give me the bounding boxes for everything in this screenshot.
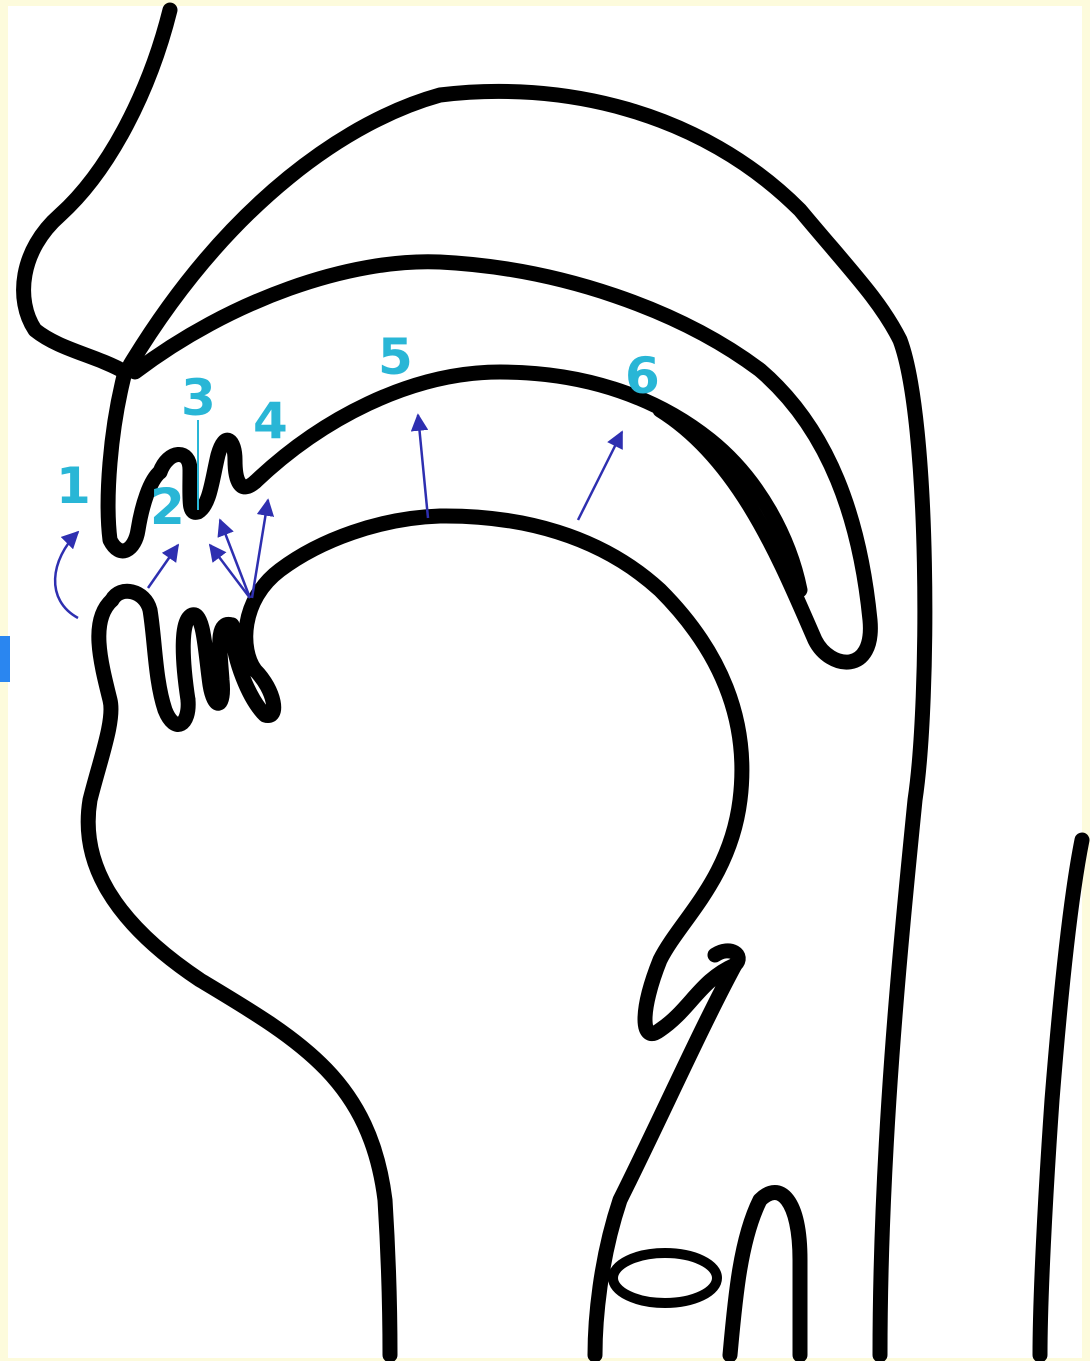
arrow-2 — [148, 545, 178, 588]
label-5: 5 — [378, 328, 413, 386]
tongue — [232, 516, 742, 1355]
lower-lip — [88, 600, 390, 1355]
label-1: 1 — [56, 457, 91, 515]
label-2: 2 — [150, 478, 185, 536]
label-4: 4 — [253, 392, 288, 450]
nose-outline — [24, 10, 170, 372]
larynx-left — [730, 1193, 800, 1356]
arrow-3b — [220, 520, 250, 598]
palate — [255, 372, 800, 590]
arrow-6 — [578, 432, 622, 520]
vocal-folds — [613, 1253, 717, 1303]
nasal-cavity-outer — [130, 91, 925, 1355]
arrow-5 — [418, 415, 428, 518]
arrow-1 — [55, 532, 78, 618]
text-cursor-marker — [0, 636, 10, 682]
label-3: 3 — [181, 369, 216, 427]
pharynx-back — [1040, 840, 1082, 1355]
label-6: 6 — [625, 347, 660, 405]
arrow-3 — [210, 545, 250, 598]
